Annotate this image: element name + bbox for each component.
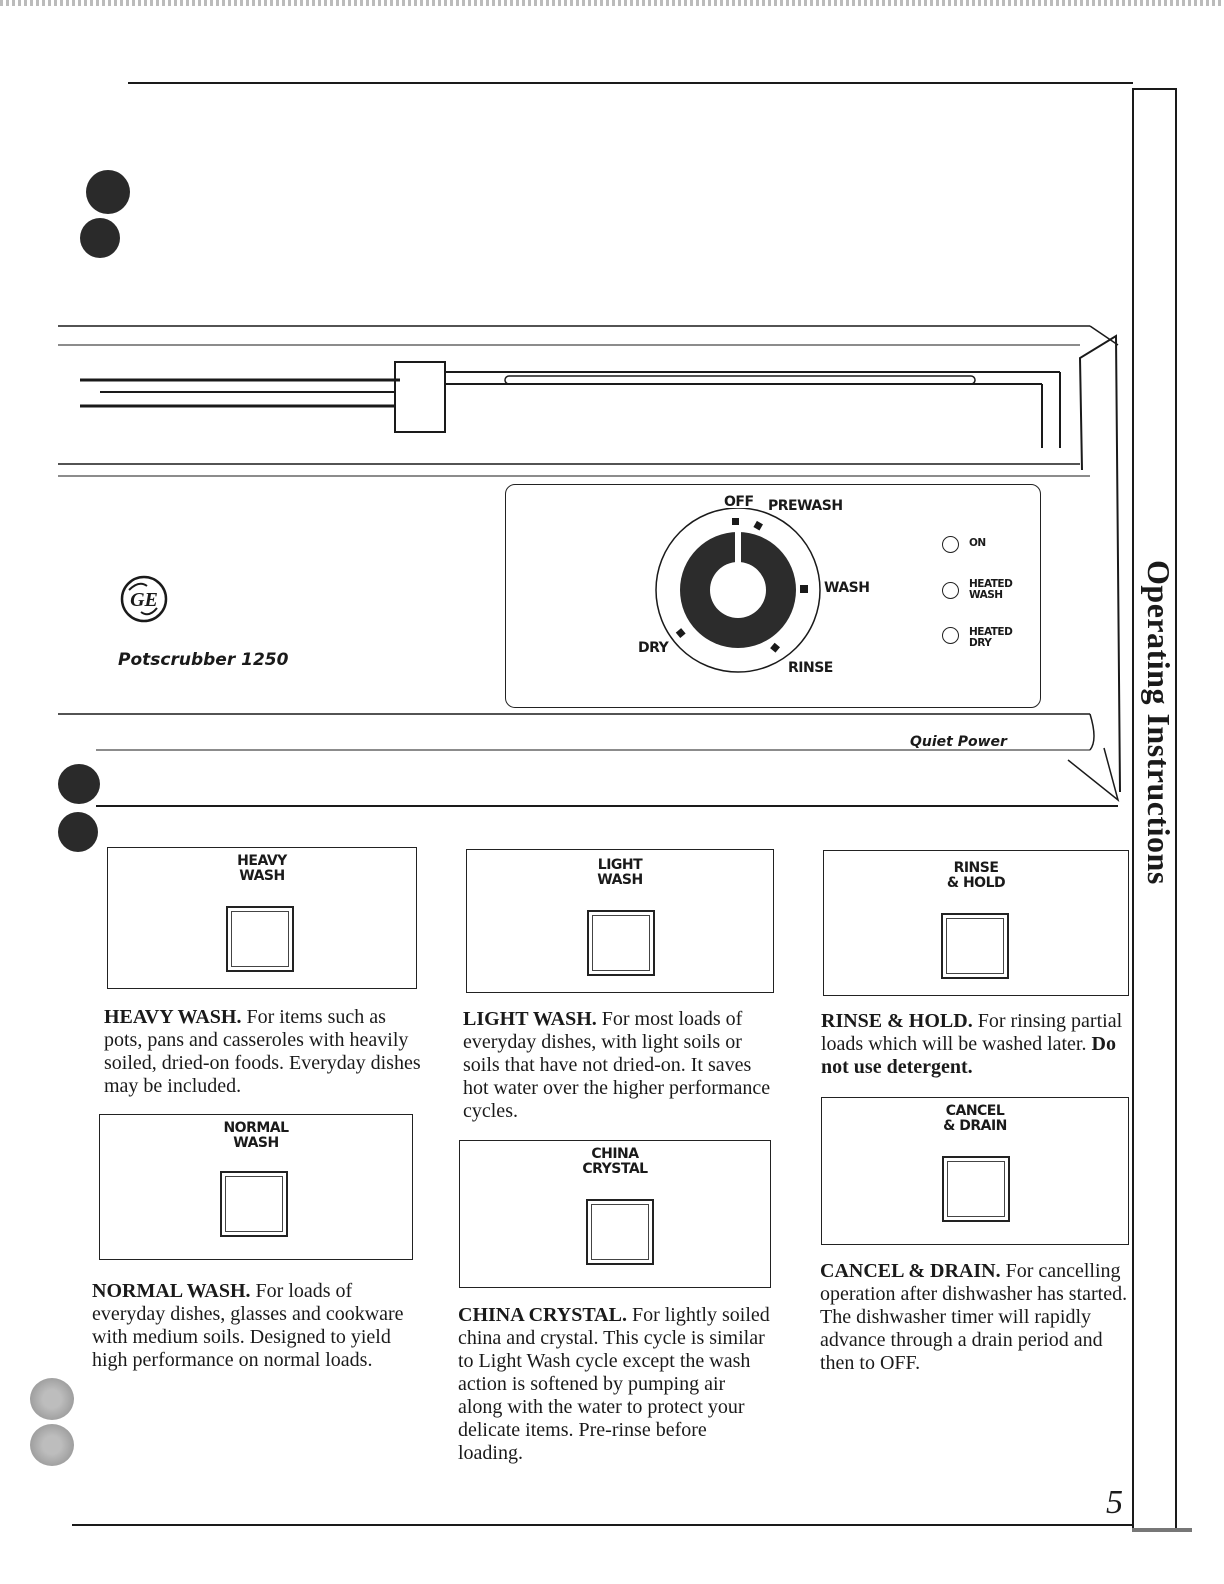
dial-label-off: OFF: [724, 494, 754, 510]
footer-edge: [1132, 1528, 1192, 1532]
bullet-dot-4: [58, 812, 98, 852]
dial-marker-rinse: [770, 642, 780, 653]
bullet-dot-2: [80, 218, 120, 258]
bullet-dot-6: [30, 1424, 74, 1466]
header-rule: [128, 82, 1133, 84]
section-heading: Operating Instructions: [1141, 560, 1177, 885]
indicator-label-on: ON: [969, 537, 986, 549]
dial-marker-prewash: [753, 520, 763, 531]
normal-wash-button[interactable]: [220, 1171, 288, 1237]
cancel-drain-button[interactable]: [942, 1156, 1010, 1222]
cycle-dial[interactable]: [648, 508, 828, 678]
footer-rule: [72, 1524, 1134, 1526]
bullet-dot-1: [86, 170, 130, 214]
indicator-light-on: [942, 536, 959, 553]
bullet-dot-3: [58, 764, 100, 804]
heavy-wash-description: HEAVY WASH. For items such as pots, pans…: [104, 1006, 421, 1097]
dial-label-wash: WASH: [824, 580, 870, 596]
control-panel-outline: [58, 325, 1121, 807]
side-frame-top: [1132, 88, 1177, 90]
indicator-light-heated-dry: [942, 627, 959, 644]
dial-marker-off: [732, 518, 739, 525]
ge-logo: GE: [120, 575, 168, 623]
top-border: [0, 0, 1224, 6]
side-frame-left: [1132, 88, 1134, 1530]
control-panel-face: [505, 484, 1041, 708]
dial-label-dry: DRY: [638, 640, 669, 656]
dial-label-prewash: PREWASH: [768, 498, 843, 514]
page-number: 5: [1106, 1484, 1123, 1521]
side-frame-right: [1175, 88, 1177, 1530]
cancel-drain-description: CANCEL & DRAIN. For cancelling operation…: [820, 1260, 1128, 1374]
cancel-drain-label: CANCEL& DRAIN: [943, 1103, 1007, 1134]
dial-label-rinse: RINSE: [788, 660, 833, 676]
dial-pointer: [735, 530, 741, 564]
dial-marker-wash: [800, 585, 808, 593]
rinse-hold-label: RINSE& HOLD: [946, 860, 1006, 891]
bullet-dot-5: [30, 1378, 74, 1420]
rinse-hold-button[interactable]: [941, 913, 1009, 979]
china-crystal-button[interactable]: [586, 1199, 654, 1265]
brand-strip: Quiet Power: [910, 734, 1007, 750]
cancel-drain-panel: CANCEL& DRAIN: [821, 1097, 1129, 1245]
dial-marker-dry: [675, 628, 686, 638]
light-wash-description: LIGHT WASH. For most loads of everyday d…: [463, 1008, 771, 1122]
rinse-hold-panel: RINSE& HOLD: [823, 850, 1129, 996]
ge-logo-text: GE: [130, 589, 158, 611]
heavy-wash-button[interactable]: [226, 906, 294, 972]
light-wash-button[interactable]: [587, 910, 655, 976]
normal-wash-description: NORMAL WASH. For loads of everyday dishe…: [92, 1280, 404, 1371]
rinse-hold-description: RINSE & HOLD. For rinsing partial loads …: [821, 1010, 1123, 1078]
indicator-light-heated-wash: [942, 582, 959, 599]
china-crystal-description: CHINA CRYSTAL. For lightly soiled china …: [458, 1304, 770, 1464]
model-name: Potscrubber 1250: [118, 650, 289, 670]
